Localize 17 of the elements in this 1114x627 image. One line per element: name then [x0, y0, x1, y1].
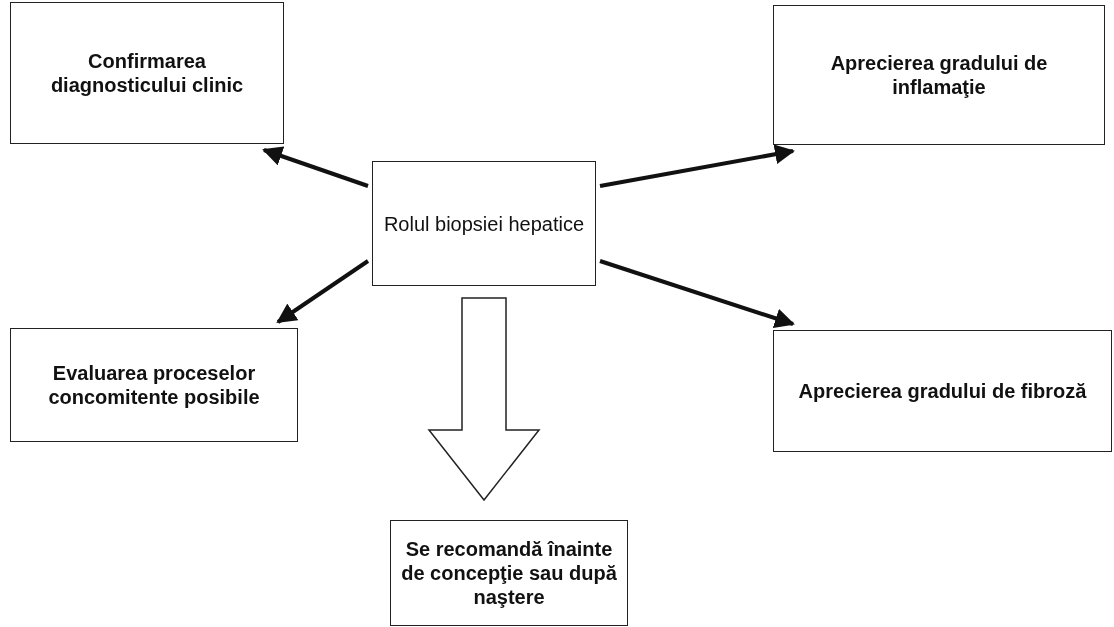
arrow — [276, 259, 370, 324]
box-text: Aprecierea gradului de fibroză — [797, 379, 1088, 403]
process-box — [773, 5, 1105, 145]
box-text: Se recomandă înainte de concepţie sau după naştere — [400, 537, 618, 609]
arrow — [599, 259, 795, 328]
process-box — [10, 2, 284, 144]
process-box — [390, 520, 628, 626]
arrow — [599, 144, 795, 188]
box-text: Confirmarea diagnosticului clinic — [49, 49, 245, 97]
box-text: Aprecierea gradului de inflamaţie — [829, 51, 1049, 99]
block-arrow — [427, 297, 541, 502]
box-text: Evaluarea proceselor concomitente posibile — [47, 361, 261, 409]
process-box — [372, 161, 596, 286]
box-text: Rolul biopsiei hepatice — [382, 211, 586, 236]
process-box — [10, 328, 298, 442]
arrow — [262, 146, 369, 188]
process-box — [773, 330, 1112, 452]
